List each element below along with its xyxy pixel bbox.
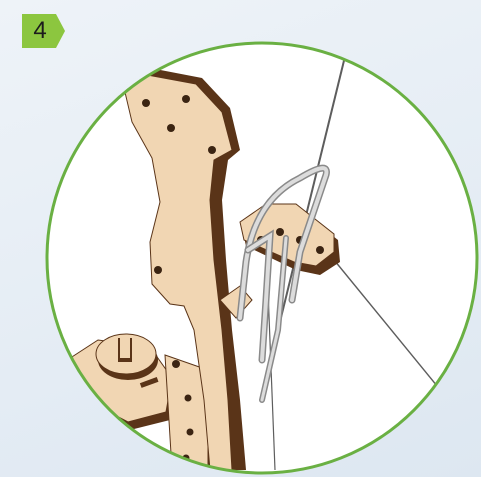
step-badge: 4: [22, 14, 66, 48]
step-number: 4: [22, 14, 58, 48]
riser-hole: [167, 124, 175, 132]
riser-hole: [142, 99, 150, 107]
riser-hole: [172, 360, 180, 368]
riser-hole: [208, 146, 216, 154]
riser-hole: [182, 95, 190, 103]
riser-hole: [154, 266, 162, 274]
